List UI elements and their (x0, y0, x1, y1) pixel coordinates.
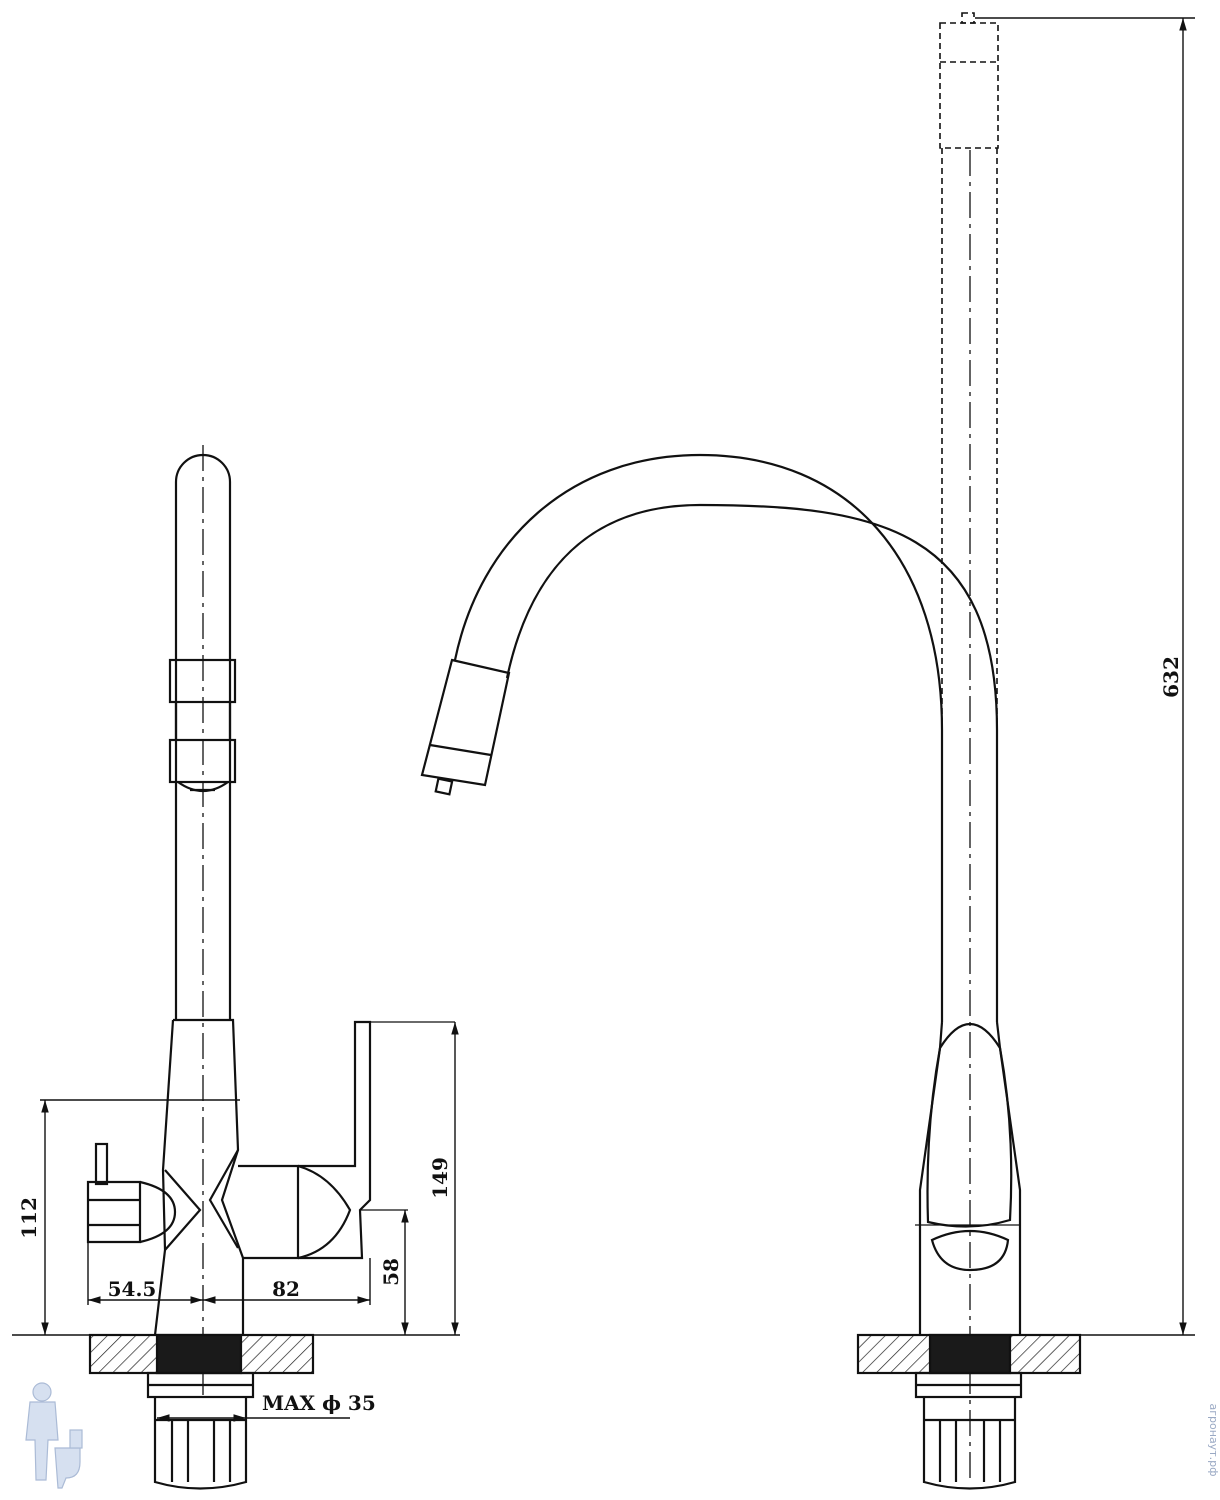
plumber-with-toilet-icon (25, 1382, 83, 1489)
dim-label-112: 112 (17, 1197, 41, 1239)
dim-label-58: 58 (379, 1258, 403, 1286)
side-base (88, 1333, 315, 1490)
mixer-lever (238, 1020, 455, 1260)
side-gasket (155, 1333, 243, 1375)
dim-label-max-35: MAX ϕ 35 (262, 1391, 376, 1415)
watermark-text: агронаут.рф (1207, 1404, 1220, 1477)
filter-valve-knob (86, 1142, 177, 1244)
side-dimensions (12, 1021, 460, 1422)
side-view: 112 149 58 54.5 82 MAX ϕ 35 (12, 445, 460, 1490)
dim-label-82: 82 (272, 1277, 300, 1301)
front-dimensions (975, 17, 1195, 1336)
dim-label-54-5: 54.5 (108, 1277, 157, 1301)
front-body (915, 1021, 1022, 1335)
front-view: 632 (420, 12, 1195, 1490)
dim-label-149: 149 (428, 1157, 452, 1199)
dim-label-632: 632 (1159, 656, 1183, 698)
spout-head (420, 658, 511, 796)
front-gasket (928, 1333, 1012, 1375)
front-spout (420, 453, 999, 1022)
side-body (153, 1018, 245, 1336)
spout-rotated-ghost (939, 12, 999, 730)
front-base (856, 1333, 1082, 1490)
